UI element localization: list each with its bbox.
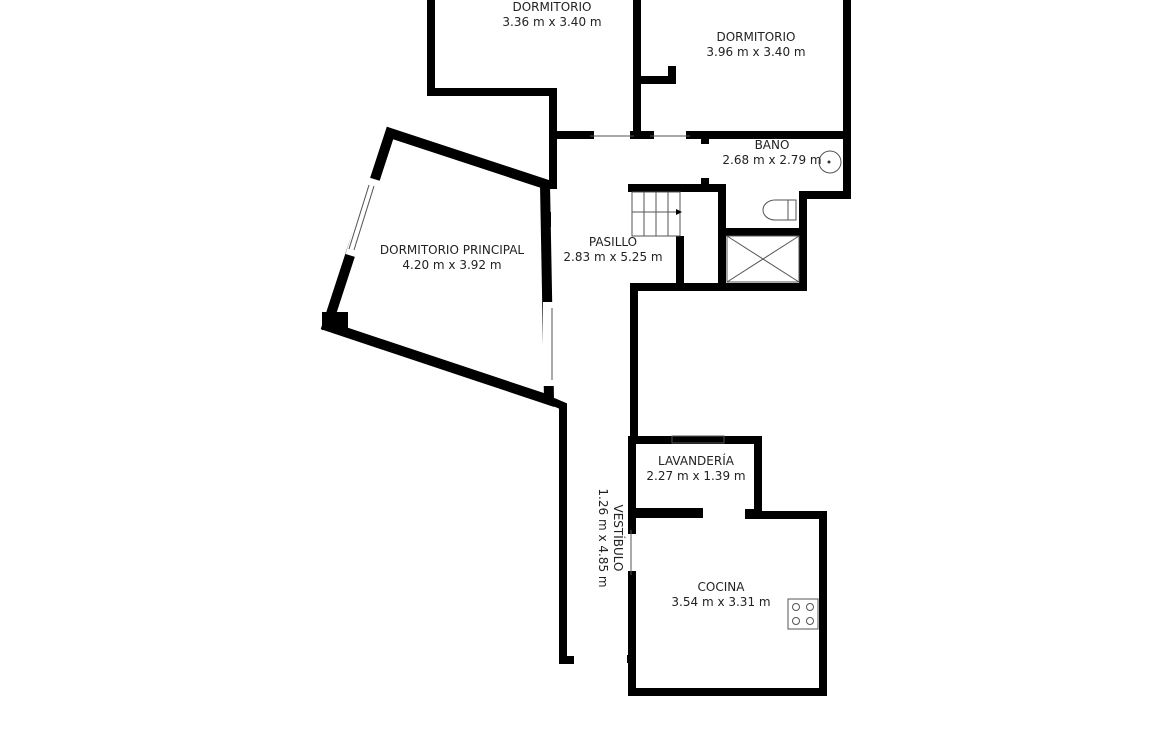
stairs-icon xyxy=(631,191,682,237)
walls xyxy=(320,0,851,696)
windows xyxy=(348,135,725,575)
shower-icon xyxy=(726,235,800,283)
stove-icon xyxy=(787,598,819,630)
sink-icon xyxy=(818,150,842,174)
toilet-icon xyxy=(762,199,797,221)
